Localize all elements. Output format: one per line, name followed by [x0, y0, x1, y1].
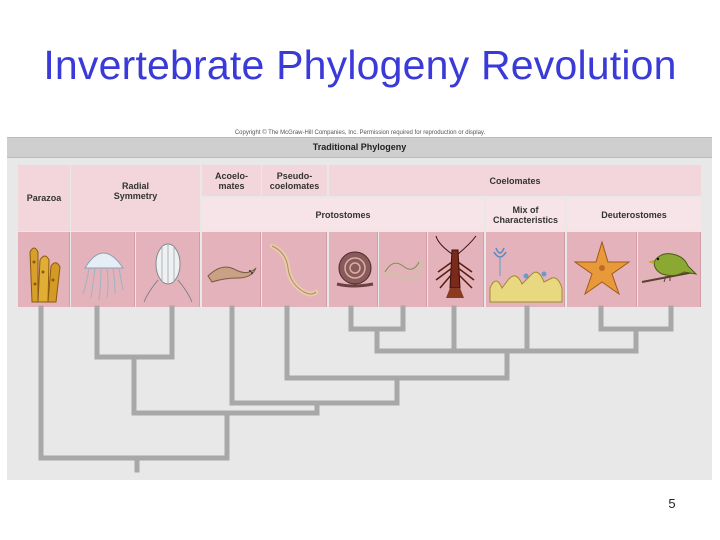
- header-parazoa: Parazoa: [18, 165, 70, 231]
- sponge-icon: [29, 247, 61, 303]
- header-mix-of-characteristics: Mix of Characteristics: [486, 198, 565, 231]
- panel-comb-jelly: [136, 232, 200, 307]
- sea-star-icon: [573, 240, 631, 296]
- bird-icon: [641, 253, 698, 283]
- traditional-phylogeny-bar: Traditional Phylogeny: [7, 137, 712, 158]
- header-acoelomates-label: Acoelo-mates: [214, 170, 248, 191]
- panel-sponge: [18, 232, 70, 307]
- header-mix-label: Mix of Characteristics: [492, 204, 559, 225]
- panel-snail: [329, 232, 378, 307]
- panel-earthworm: [379, 232, 427, 307]
- snail-icon: [336, 251, 374, 288]
- panel-jellyfish: [71, 232, 135, 307]
- panel-bird: [638, 232, 701, 307]
- page-number: 5: [668, 496, 676, 511]
- jellyfish-icon: [82, 252, 124, 301]
- flatworm-icon: [207, 266, 257, 283]
- lophophorate-icon: [489, 247, 563, 303]
- panel-lophophorate: [486, 232, 565, 307]
- panel-sea-star: [567, 232, 637, 307]
- panel-flatworm: [202, 232, 261, 307]
- panel-lobster: [428, 232, 484, 307]
- roundworm-icon: [269, 243, 319, 297]
- earthworm-icon: [382, 257, 424, 282]
- phylogeny-figure: Traditional Phylogeny Parazoa Radial Sym…: [7, 137, 712, 480]
- header-pseudocoelomates: Pseudo-coelomates: [262, 165, 327, 196]
- header-pseudocoelomates-label: Pseudo-coelomates: [269, 170, 320, 191]
- header-radial-symmetry: Radial Symmetry: [71, 165, 200, 231]
- page-title: Invertebrate Phylogeny Revolution: [43, 42, 677, 88]
- header-protostomes: Protostomes: [202, 198, 484, 231]
- copyright-notice: Copyright © The McGraw-Hill Companies, I…: [234, 130, 486, 136]
- comb-jelly-icon: [143, 243, 193, 303]
- header-deuterostomes: Deuterostomes: [567, 198, 701, 231]
- header-radial-symmetry-label: Radial Symmetry: [113, 181, 158, 201]
- header-acoelomates: Acoelo-mates: [202, 165, 261, 196]
- lobster-icon: [435, 235, 477, 298]
- panel-roundworm: [262, 232, 327, 307]
- header-coelomates: Coelomates: [329, 165, 701, 196]
- phylogenetic-tree: [38, 305, 674, 473]
